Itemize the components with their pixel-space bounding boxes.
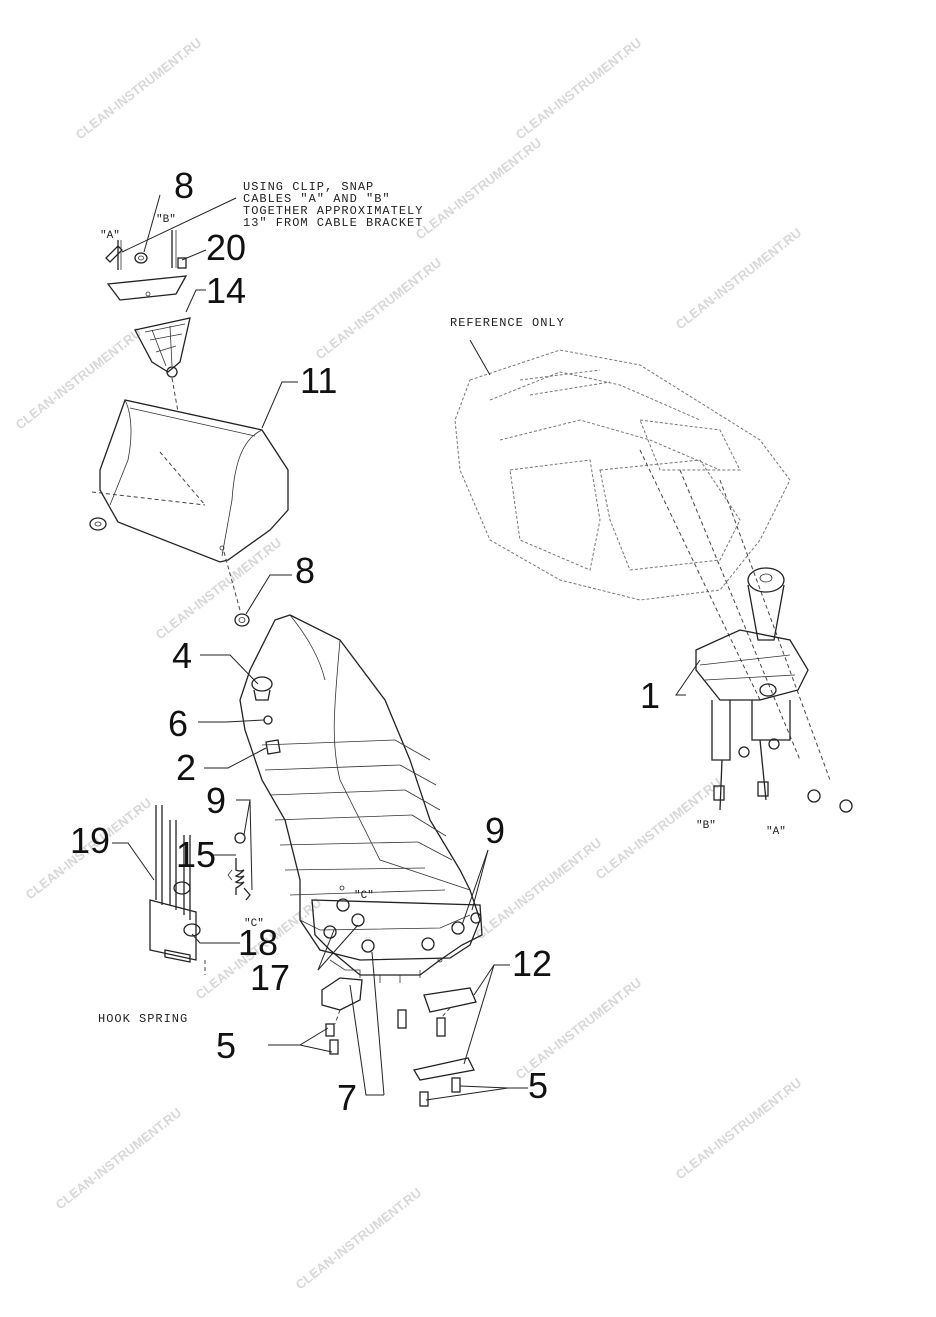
callout-4: 4 bbox=[172, 635, 192, 676]
chute-keepers-and-bolts bbox=[321, 977, 477, 1107]
callout-2: 2 bbox=[176, 747, 196, 788]
cable-b-label-right: "B" bbox=[696, 820, 716, 832]
pin-part-6 bbox=[263, 715, 273, 725]
callout-9-right: 9 bbox=[485, 810, 505, 851]
clip-note-line-4: 13" FROM CABLE BRACKET bbox=[243, 216, 423, 230]
watermark-text: CLEAN-INSTRUMENT.RU bbox=[673, 225, 805, 332]
nut-part-8-lower bbox=[234, 613, 250, 627]
chute-rotator-part-14 bbox=[134, 317, 191, 373]
callout-5-left: 5 bbox=[216, 1025, 236, 1066]
callout-7: 7 bbox=[337, 1077, 357, 1118]
discharge-chute bbox=[239, 614, 483, 983]
callout-19: 19 bbox=[70, 820, 110, 861]
cable-c-label-spring: "C" bbox=[244, 918, 264, 930]
spring-mount-assembly bbox=[149, 805, 251, 975]
cable-bracket-plate bbox=[106, 275, 188, 301]
callout-8-middle: 8 bbox=[295, 550, 315, 591]
mounting-bracket-part-19 bbox=[149, 899, 197, 961]
watermark-text: CLEAN-INSTRUMENT.RU bbox=[513, 35, 645, 142]
cable-c-label-chute: "C" bbox=[354, 890, 374, 902]
knob-part-4 bbox=[251, 676, 273, 692]
cable-b-label-top: "B" bbox=[156, 214, 176, 226]
callout-5-right: 5 bbox=[528, 1065, 548, 1106]
keeper-left bbox=[321, 977, 363, 1011]
spring-part-15 bbox=[234, 858, 245, 895]
clip-part-20 bbox=[177, 257, 187, 269]
callout-1: 1 bbox=[640, 675, 660, 716]
keeper-part-12-lower bbox=[412, 1057, 475, 1081]
chute-base-ring bbox=[311, 899, 483, 976]
nut-part-8 bbox=[134, 252, 148, 264]
bolt-group bbox=[325, 1007, 461, 1107]
washer bbox=[89, 517, 107, 531]
callout-12: 12 bbox=[512, 943, 552, 984]
clip-part-2 bbox=[265, 739, 281, 755]
keeper-part-12-upper bbox=[423, 987, 477, 1013]
watermark-text: CLEAN-INSTRUMENT.RU bbox=[73, 35, 205, 142]
callout-labels: 8 20 14 11 8 4 6 2 9 19 15 9 18 17 12 5 … bbox=[70, 165, 660, 1118]
watermark-text: CLEAN-INSTRUMENT.RU bbox=[473, 835, 605, 942]
clip-note-line-2: CABLES "A" AND "B" bbox=[243, 192, 391, 206]
callout-11: 11 bbox=[300, 360, 337, 401]
watermark-text: CLEAN-INSTRUMENT.RU bbox=[413, 135, 545, 242]
callout-15: 15 bbox=[176, 834, 216, 875]
watermark-text: CLEAN-INSTRUMENT.RU bbox=[313, 255, 445, 362]
cable-a-label-right: "A" bbox=[766, 826, 786, 838]
watermark-text: CLEAN-INSTRUMENT.RU bbox=[153, 535, 285, 642]
watermark-text: CLEAN-INSTRUMENT.RU bbox=[293, 1185, 425, 1292]
callout-8-top: 8 bbox=[174, 165, 194, 206]
nut bbox=[173, 881, 191, 895]
leader-lines bbox=[112, 194, 701, 1101]
chute-extension-part-11 bbox=[89, 399, 289, 611]
cable-a-label-top: "A" bbox=[100, 230, 120, 242]
callout-9-left: 9 bbox=[206, 780, 226, 821]
shift-lever-part-1 bbox=[695, 567, 853, 813]
clip-note-line-1: USING CLIP, SNAP bbox=[243, 180, 374, 194]
watermark-text: CLEAN-INSTRUMENT.RU bbox=[13, 325, 145, 432]
nut-part-9 bbox=[234, 832, 246, 844]
cable-a-end-right bbox=[757, 781, 769, 797]
callout-17: 17 bbox=[250, 957, 290, 998]
hook-spring-note: HOOK SPRING bbox=[98, 1012, 188, 1026]
cable-bracket-assembly bbox=[105, 230, 191, 413]
callout-14: 14 bbox=[206, 270, 246, 311]
callout-6: 6 bbox=[168, 703, 188, 744]
watermark-text: CLEAN-INSTRUMENT.RU bbox=[53, 1105, 185, 1212]
annotation-notes: USING CLIP, SNAP CABLES "A" AND "B" TOGE… bbox=[98, 180, 786, 1026]
callout-18: 18 bbox=[238, 922, 278, 963]
callout-20: 20 bbox=[206, 227, 246, 268]
reference-dash-panel bbox=[454, 349, 831, 781]
cable-a-end bbox=[105, 245, 123, 263]
cable-b-end bbox=[713, 785, 725, 801]
clip-note-line-3: TOGETHER APPROXIMATELY bbox=[243, 204, 423, 218]
nut-part-18 bbox=[183, 923, 201, 937]
watermark-text: CLEAN-INSTRUMENT.RU bbox=[673, 1075, 805, 1182]
reference-only-note: REFERENCE ONLY bbox=[450, 316, 565, 330]
